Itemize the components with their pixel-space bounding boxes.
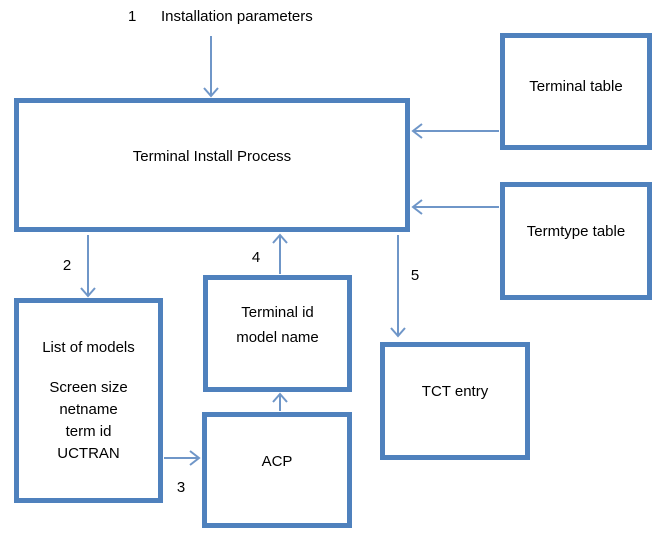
terminal-id-model-name-box: Terminal id model name [203, 275, 352, 392]
acp-label: ACP [261, 453, 293, 470]
list-of-models-item-term-id: term id [65, 423, 112, 440]
model-name-line: model name [236, 328, 319, 346]
terminal-install-process-box: Terminal Install Process [14, 98, 410, 232]
step3-number: 3 [176, 479, 186, 496]
step1-caption: 1 Installation parameters [128, 7, 313, 26]
step1-number: 1 [128, 8, 137, 25]
termtype-table-box: Termtype table [500, 182, 652, 300]
step4-number: 4 [251, 249, 261, 266]
tct-entry-box: TCT entry [380, 342, 530, 460]
step2-number: 2 [62, 257, 72, 274]
step1-text: Installation parameters [161, 8, 313, 25]
arrow-terminal-table-to-process [411, 123, 499, 139]
list-of-models-item-netname: netname [59, 401, 118, 418]
arrow-list-of-models-to-acp [164, 450, 201, 466]
arrow-process-to-tct-entry [390, 235, 406, 338]
arrow-terminal-id-to-process [272, 233, 288, 274]
terminal-table-box: Terminal table [500, 33, 652, 150]
terminal-id-line: Terminal id [241, 303, 314, 321]
list-of-models-title: List of models [42, 339, 135, 356]
termtype-table-label: Termtype table [526, 223, 626, 240]
terminal-table-label: Terminal table [529, 77, 623, 95]
arrow-acp-to-terminal-id [272, 392, 288, 411]
list-of-models-item-uctran: UCTRAN [57, 445, 120, 462]
tct-entry-label: TCT entry [421, 383, 489, 400]
list-of-models-box: List of models Screen size netname term … [14, 298, 163, 503]
step5-number: 5 [410, 267, 420, 284]
arrow-termtype-table-to-process [411, 199, 499, 215]
list-of-models-item-screen-size: Screen size [49, 379, 128, 396]
acp-box: ACP [202, 412, 352, 528]
arrow-installation-parameters-to-process [203, 36, 219, 98]
terminal-install-process-label: Terminal Install Process [132, 148, 292, 165]
arrow-process-to-list-of-models [80, 235, 96, 298]
